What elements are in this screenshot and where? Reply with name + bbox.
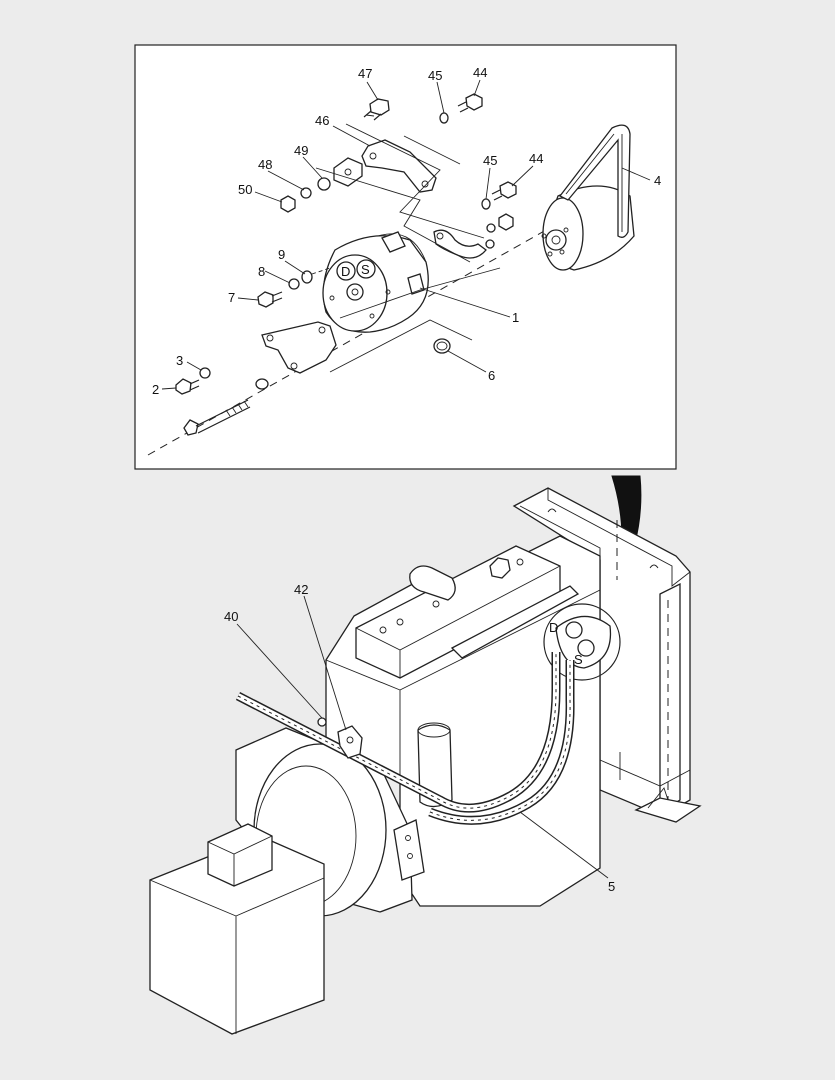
callout-6: 6	[488, 368, 495, 383]
bolt-7	[257, 291, 283, 308]
callout-2: 2	[152, 382, 159, 397]
rear-bracket	[433, 229, 487, 259]
callout-9: 9	[278, 247, 285, 262]
callout-48: 48	[258, 157, 272, 172]
compressor: D S	[322, 231, 429, 333]
callout-44-right: 44	[529, 151, 543, 166]
callout-44: 44	[473, 65, 487, 80]
callout-7: 7	[228, 290, 235, 305]
washer-8	[288, 278, 300, 290]
callout-1: 1	[512, 310, 519, 325]
callout-46: 46	[315, 113, 329, 128]
o-ring-6	[433, 338, 451, 354]
long-bolt	[183, 399, 251, 436]
engine-illustration: D S	[149, 487, 702, 1035]
suction-port-label: S	[361, 262, 370, 277]
fuel-pipe	[450, 585, 580, 659]
ac-hoses	[235, 652, 575, 825]
compressor-detail-circle	[543, 603, 621, 681]
discharge-port-label: D	[341, 264, 350, 279]
callout-4: 4	[654, 173, 661, 188]
callout-47: 47	[358, 66, 372, 81]
engine-discharge-label: D	[549, 620, 558, 635]
washer-49	[317, 177, 331, 191]
washer-3	[199, 367, 211, 379]
washer-45-top	[439, 112, 449, 124]
callout-49: 49	[294, 143, 308, 158]
callout-40: 40	[224, 609, 238, 624]
v-belt-4	[559, 124, 631, 238]
spacer-block	[333, 157, 363, 187]
callout-8: 8	[258, 264, 265, 279]
callout-3: 3	[176, 353, 183, 368]
hose-clamp-42	[337, 725, 363, 759]
washer-48	[300, 187, 312, 199]
pulley	[541, 185, 635, 271]
exploded-view-panel: D S	[134, 44, 677, 470]
engine-suction-label: S	[574, 652, 583, 667]
washer	[255, 378, 269, 390]
intake-elbow	[409, 565, 456, 601]
oil-filter	[417, 724, 453, 808]
flywheel-housing	[235, 727, 425, 917]
callout-45: 45	[428, 68, 442, 83]
callout-45-right: 45	[483, 153, 497, 168]
transmission	[149, 823, 325, 1035]
nut-right	[498, 213, 514, 231]
bracket-46	[361, 139, 437, 193]
callout-5: 5	[608, 879, 615, 894]
lower-bracket	[261, 321, 337, 374]
bolt-47	[363, 98, 390, 121]
callout-50: 50	[238, 182, 252, 197]
nut-50	[280, 195, 296, 213]
bolt-44-right	[491, 181, 517, 201]
bolt-2	[175, 378, 200, 395]
hose-clamp-40	[317, 717, 327, 727]
callout-42: 42	[294, 582, 308, 597]
washer-45-right	[481, 198, 491, 210]
bolt-44-top	[457, 93, 483, 113]
